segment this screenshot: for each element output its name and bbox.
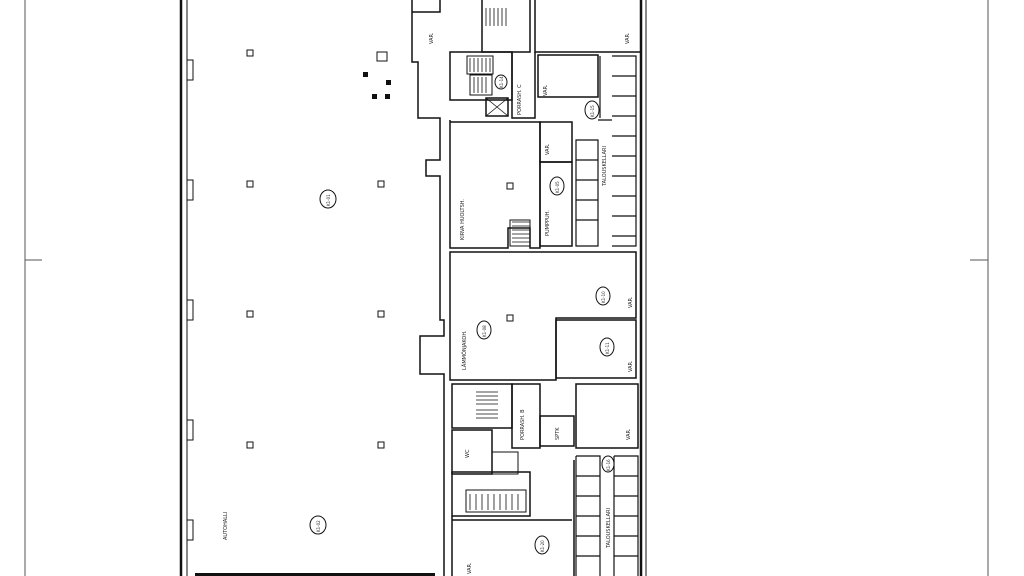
hall-columns — [246, 49, 514, 449]
label-kirva-huoltsh: KIRVA HUOLTSH. — [460, 199, 466, 240]
label-var-right-1: VAR. — [628, 296, 634, 308]
label-var-right-3: VAR. — [626, 428, 632, 440]
label-lammonjako: LÄMMÖNJAKOH. — [461, 330, 468, 370]
label-var-top-a: VAR. — [429, 32, 435, 44]
stair-treads — [469, 8, 530, 510]
room-tag-ellipses — [309, 74, 615, 555]
room-tag-pump: K1-05 — [555, 181, 560, 193]
label-var-small: VAR. — [543, 84, 549, 96]
storage-cells-top — [575, 55, 637, 247]
storage-cells-bottom — [575, 455, 639, 576]
room-tag-c-stair: K1-14 — [499, 76, 504, 88]
fixture-marks — [363, 51, 391, 99]
room-tag-bottom-room: K1-20 — [540, 540, 545, 552]
hall-wall — [411, 0, 445, 576]
room-tag-lammon: K1-08 — [482, 325, 487, 337]
label-sptk: SPTK — [555, 427, 561, 440]
label-porrash-c: PORRASH. C — [517, 84, 523, 115]
label-porrash-b: PORRASH. B — [520, 409, 526, 440]
room-tag-hall-bottom: K1-02 — [316, 520, 321, 532]
label-var-bottom: VAR. — [467, 562, 473, 574]
label-talouskellari-bottom: TALOUSKELLARI — [606, 508, 612, 549]
label-var-right-2: VAR. — [628, 360, 634, 372]
label-autohalli: AUTOHALLI — [223, 512, 229, 540]
label-var-mid-1: VAR. — [545, 143, 551, 155]
service-rooms — [412, 0, 641, 576]
room-tag-kellari-bottom: K1-16 — [606, 459, 611, 471]
hall-bottom-edge — [195, 573, 435, 576]
label-wc: WC — [465, 449, 471, 458]
label-talouskellari-top: TALOUSKELLARI — [602, 146, 608, 187]
room-tag-hall-top: K1-01 — [326, 194, 331, 206]
label-pumppuh: PUMPPUH. — [545, 210, 551, 236]
room-tag-kellari-top: K1-15 — [590, 105, 595, 117]
sheet-frame — [24, 0, 989, 576]
room-tag-right-1: K1-10 — [601, 291, 606, 303]
building-outline — [179, 0, 647, 576]
label-var-top-b: VAR. — [625, 32, 631, 44]
room-tag-right-2: K1-11 — [605, 342, 610, 354]
